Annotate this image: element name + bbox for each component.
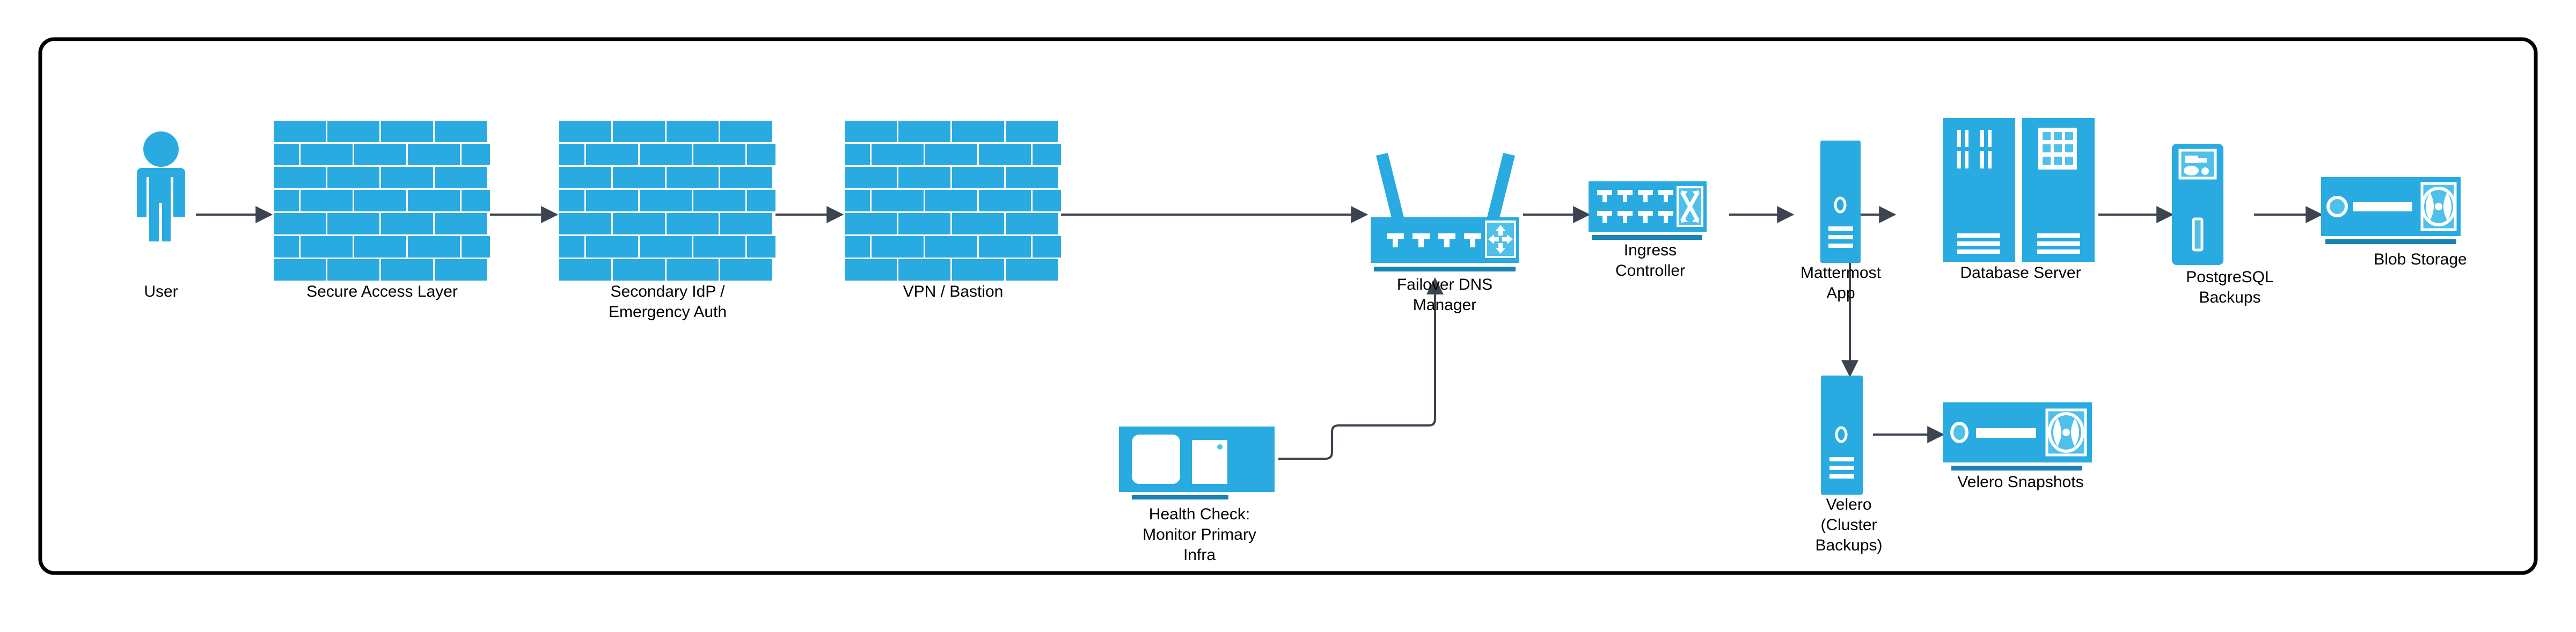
backup-tower-icon bbox=[2172, 144, 2223, 265]
node-ingress-controller[interactable] bbox=[1589, 181, 1729, 254]
node-database-server[interactable] bbox=[1943, 118, 2098, 263]
firewall-brick-icon bbox=[559, 121, 775, 281]
node-secure-access-layer[interactable] bbox=[274, 121, 490, 281]
node-user[interactable] bbox=[123, 131, 199, 244]
node-secondary-idp[interactable] bbox=[559, 121, 775, 281]
node-health-check-label: Health Check: Monitor Primary Infra bbox=[1143, 505, 1256, 564]
node-ingress-controller-label: Ingress Controller bbox=[1615, 241, 1686, 280]
server-tower-icon bbox=[1821, 376, 1863, 495]
node-velero-snapshots[interactable] bbox=[1943, 402, 2098, 475]
monitor-tablet-icon bbox=[1119, 427, 1275, 499]
blob-storage-icon bbox=[1943, 402, 2092, 471]
node-vpn-bastion-label: VPN / Bastion bbox=[903, 283, 1004, 300]
blob-storage-icon bbox=[2321, 177, 2461, 244]
firewall-brick-icon bbox=[274, 121, 490, 281]
node-mattermost-app-label: Mattermost App bbox=[1800, 264, 1882, 302]
node-vpn-bastion[interactable] bbox=[845, 121, 1061, 281]
node-postgresql-backups[interactable] bbox=[2172, 144, 2228, 267]
database-rack-icon bbox=[1943, 118, 2095, 262]
node-velero-label: Velero (Cluster Backups) bbox=[1815, 496, 1883, 554]
node-user-label: User bbox=[144, 283, 178, 300]
node-secure-access-layer-label: Secure Access Layer bbox=[306, 283, 458, 300]
node-velero-snapshots-label: Velero Snapshots bbox=[1957, 473, 2084, 491]
node-mattermost-app[interactable] bbox=[1820, 141, 1879, 264]
node-health-check[interactable] bbox=[1119, 427, 1280, 499]
node-velero[interactable] bbox=[1821, 376, 1880, 498]
server-tower-icon bbox=[1820, 141, 1861, 263]
node-failover-dns-manager-label: Failover DNS Manager bbox=[1396, 276, 1493, 314]
firewall-brick-icon bbox=[845, 121, 1061, 281]
network-switch-icon bbox=[1589, 181, 1707, 240]
edge-health-check-to-failover-dns bbox=[1278, 277, 1444, 460]
node-blob-storage[interactable] bbox=[2321, 177, 2465, 249]
node-blob-storage-label: Blob Storage bbox=[2374, 251, 2467, 268]
wireless-router-icon bbox=[1371, 153, 1519, 271]
node-postgresql-backups-label: PostgreSQL Backups bbox=[2186, 268, 2274, 306]
node-database-server-label: Database Server bbox=[1960, 264, 2081, 282]
user-person-icon bbox=[137, 131, 185, 241]
node-failover-dns-manager[interactable] bbox=[1366, 142, 1523, 271]
node-secondary-idp-label: Secondary IdP / Emergency Auth bbox=[608, 283, 727, 321]
